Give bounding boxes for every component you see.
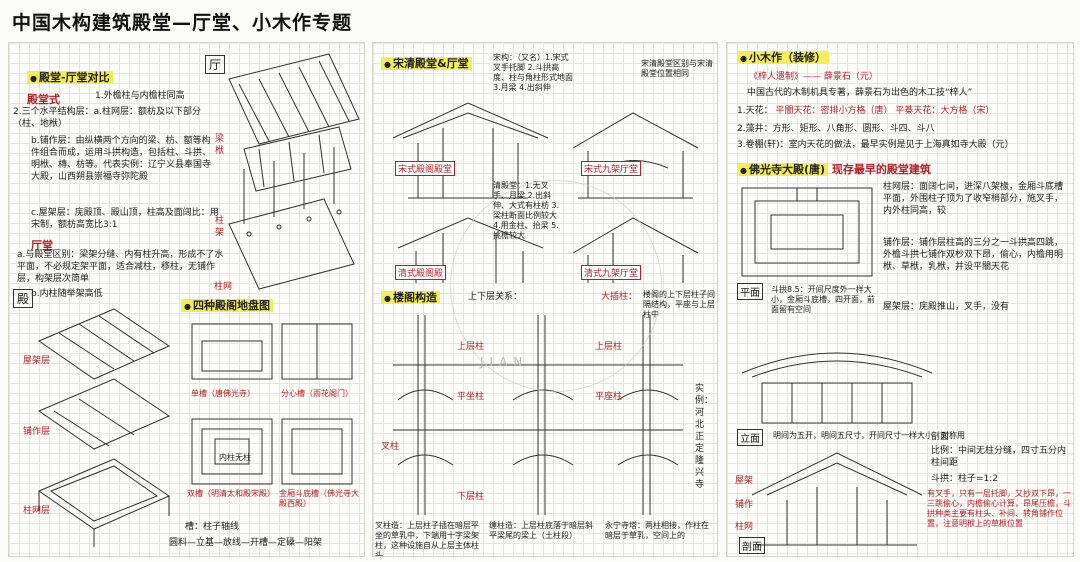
hall-section-drawings: [392, 102, 699, 283]
panel-song-qing-halls: 宋清殿堂&厅堂 宋构：（又名）1.宋式叉手托脚 2.斗拱高度、柱与角柱形式地面 …: [372, 42, 718, 557]
note-plan-inner: 内柱无柱: [219, 453, 251, 462]
text-dian-1: 1.外檐柱与内檐柱同高: [95, 91, 185, 101]
tag-plan: 平面: [737, 283, 763, 300]
label-puzuo-layer: 铺作层: [23, 427, 51, 437]
tag-dian: 殿: [13, 289, 34, 308]
pavilion-column-drawings: [393, 315, 683, 515]
note-chazhu-method: 叉柱造：上层柱子插在暗层平坐的草乳中，下端用十字梁架柱，这种设施自从上层主体柱头: [375, 521, 479, 557]
text-carpentry-line1: 中国古代的木制机具专著，薛景石为出色的木工技“梓人”: [747, 88, 973, 98]
caption-qing-dian: 清式殿阁殿: [395, 265, 447, 280]
text-ceiling: 1.天花： 平闇天花：密排小方格（唐） 平棊天花：大方格（宋）: [737, 106, 995, 116]
label-zhujia: 柱架: [215, 216, 225, 238]
text-book: 《梓人遗制》—— 薛景石（元）: [749, 72, 878, 82]
note-dagou: 楼阁的上下层柱子间隔结构，平座与上层柱中: [643, 290, 715, 319]
label-wujia-layer: 屋架层: [23, 356, 51, 366]
section-title-pavilion: 楼阁构造: [381, 289, 440, 305]
text-foguang-puzuo: 铺作层：铺作层柱高的三分之一斗拱高四跳，外檐斗拱七铺作双杪双下昂，偷心，内檐用明…: [883, 238, 1064, 272]
foguang-section-drawing: [751, 452, 923, 546]
label-dian-style: 殿堂式: [27, 93, 60, 106]
section-title-plans: 四种殿阁地盘图: [181, 297, 273, 313]
note-song-features: 宋构：（又名）1.宋式叉手托脚 2.斗拱高度、柱与角柱形式地面 3.月梁 4.出…: [493, 53, 573, 92]
label-zhuwang: 柱网: [214, 282, 233, 292]
note-elevation: 明间为五开，明间五尺寸，开间尺寸一样大小，对称用: [773, 431, 965, 440]
note-yongning-pagoda: 永宁寺塔：两柱相接，作柱在暗层于草乳，空间上的: [605, 521, 709, 540]
caption-song-ting: 宋式九架厅堂: [581, 161, 642, 176]
label-upper-lower: 上下层关系：: [468, 292, 523, 302]
panel-hall-comparison: 殿堂-厅堂对比 殿堂式 1.外檐柱与内檐柱同高 2.三个水平结构层：a.柱网层：…: [8, 42, 365, 557]
text-dian-b: b.铺作层：由纵横两个方向的梁、枋、额等构件组合而成，运用斗拱构造，包括柱、斗拱…: [31, 136, 212, 182]
hall-frame-drawing: [228, 53, 360, 290]
layer-stack-drawing: [37, 308, 171, 547]
label-ting: 厅堂: [31, 239, 53, 252]
label-liangfu: 梁栿: [215, 134, 225, 156]
section-title-foguang: 佛光寺大殿(唐) 现存最早的殿堂建筑: [737, 161, 931, 177]
caption-plan-single: 单槽（唐佛光寺）: [191, 389, 255, 398]
label-pingzuo: 平坐柱: [457, 392, 485, 402]
label-lower-column: 下层柱: [457, 492, 485, 502]
label-wujia-section: 屋架: [735, 476, 754, 486]
text-ting-b: b.内柱随举架高低: [31, 289, 103, 299]
caption-song-dian: 宋式殿阁殿堂: [395, 161, 456, 176]
foguang-plan-drawing: [741, 187, 873, 277]
note-song-qing-diff: 宋清殿堂区别与宋清殿堂位置相同: [641, 59, 713, 78]
page-title: 中国木构建筑殿堂—厅堂、小木作专题: [12, 12, 353, 34]
tag-section: 剖面: [739, 537, 765, 554]
label-zhuwang-layer: 柱网层: [23, 506, 51, 516]
note-chanzhu-method: 缠柱造：上层柱底落于暗层斜平梁尾的梁上（土柱段）: [489, 521, 593, 540]
note-plan: 斗拱8.5：开间尺度外一样大小，金厢斗底槽，四开面，前面留有空间: [771, 285, 875, 314]
note-section-bracket: 斗拱：柱子=1:2: [931, 474, 999, 484]
caption-plan-fenxin: 分心槽（雨花阁门）: [281, 389, 353, 398]
tag-elevation: 立面: [737, 429, 763, 446]
label-upper-column-2: 上层柱: [595, 342, 623, 352]
foguang-elevation-drawing: [741, 352, 933, 424]
text-ting-a: a.与殿堂区别：梁架分缝、内有柱升高，形成不了水平面，不必规定架平面，适合减柱，…: [17, 250, 224, 284]
section-title-carpentry: 小木作（装修）: [737, 49, 829, 65]
watermark-text: JIAN: [480, 355, 529, 369]
label-puzuo-section: 铺作: [735, 500, 754, 510]
label-chazhu: 叉柱: [381, 442, 400, 452]
caption-plan-jinxiang: 金厢斗底槽（佛光寺大殿西殿）: [279, 489, 359, 508]
tag-ting: 厅: [205, 55, 226, 74]
note-section-ratio: 比例：中间无柱分缝，四寸五分内柱间距: [931, 446, 1067, 468]
section-title-hall-comparison: 殿堂-厅堂对比: [27, 69, 113, 85]
text-zaojing: 2.藻井：方形、矩形、八角形、圆形、斗四、斗八: [737, 124, 935, 134]
note-section-details: 有叉手，只有一层托脚，又抄双下昂，一三跳偷心，内檐偷心计算，昂尾压檐，斗拱种类主…: [927, 489, 1071, 528]
text-foguang-column: 柱网层：面阔七间，进深八架椽，金厢斗底槽平面，外围柱子顶为了收窄梢部分，施叉手，…: [883, 182, 1064, 216]
formula-construction-steps: 圆料—立基—放线—开槽—定磉—阳架: [169, 538, 323, 548]
label-zhuwang-section: 柱网: [735, 522, 754, 532]
note-cao-axis: 槽：柱子轴线: [185, 522, 240, 532]
section-title-song-qing: 宋清殿堂&厅堂: [381, 55, 472, 71]
text-dian-2: 2.三个水平结构层：a.柱网层：额枋及以下部分（柱、地栿）: [13, 107, 201, 129]
text-dian-c: c.屋架层：庑殿顶、殿山顶，柱高及面阔比：用宋制，额枋高宽比3:1: [31, 208, 219, 230]
text-juanpeng: 3.卷棚(轩)：室内天花的做法，最早实例是见于上海真如寺大殿（元）: [737, 140, 1014, 150]
caption-plan-double: 双槽（明清太和殿宋殿）: [187, 489, 275, 498]
label-upper-column: 上层柱: [457, 342, 485, 352]
note-qing-features: 清殿堂：1.无叉手、月梁 2.出斜伸、大式有柱枋 3.梁柱断面比例较大 4.用金…: [493, 181, 560, 240]
note-section-title: 剖面：: [931, 432, 959, 442]
plan-diagrams: [191, 323, 353, 485]
label-pingzuo-2: 平座柱: [595, 392, 623, 402]
caption-qing-ting: 清式九架厅堂: [581, 265, 642, 280]
text-foguang-roof: 屋架层：庑殿推山，叉手，没有: [883, 302, 1010, 312]
side-note-example: 实例：河北正定隆兴寺: [695, 384, 714, 490]
label-dagou: 大插柱：: [601, 292, 638, 302]
panel-carpentry-foguang: 小木作（装修） 《梓人遗制》—— 薛景石（元） 中国古代的木制机具专著，薛景石为…: [726, 42, 1074, 557]
